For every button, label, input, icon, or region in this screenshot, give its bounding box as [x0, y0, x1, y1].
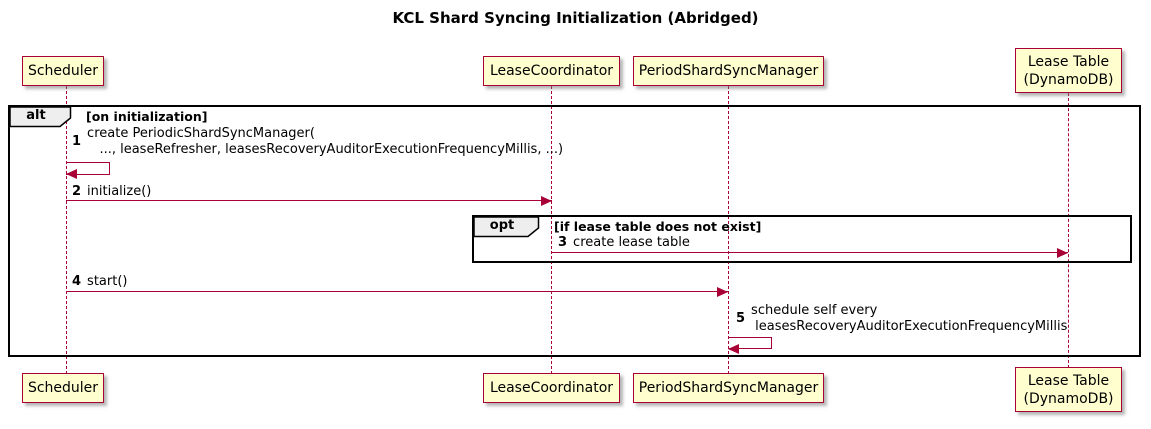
- diagram-title: KCL Shard Syncing Initialization (Abridg…: [392, 9, 759, 27]
- participant-scheduler-bottom: Scheduler: [22, 373, 104, 403]
- alt-pentagon-shape: [10, 107, 72, 128]
- alt-frame-condition: [on initialization]: [86, 109, 208, 124]
- alt-frame-header: alt [on initialization]: [10, 107, 208, 128]
- participant-leasetable-bottom: Lease Table (DynamoDB): [1015, 367, 1122, 412]
- opt-frame-pentagon: opt: [474, 217, 540, 238]
- participant-leasecoordinator-bottom: LeaseCoordinator: [483, 373, 620, 403]
- message-5-text: schedule self every leasesRecoveryAudito…: [751, 303, 1068, 334]
- message-2-arrow: [66, 200, 552, 201]
- lifeline-periodshardsyncmanager: [728, 86, 729, 374]
- message-4: 4 start(): [72, 274, 127, 290]
- message-3-arrow: [551, 252, 1068, 253]
- message-2-text: initialize(): [87, 184, 152, 199]
- participant-leasetable-top: Lease Table (DynamoDB): [1015, 48, 1122, 93]
- lifeline-scheduler: [66, 86, 67, 374]
- opt-frame-label: opt: [489, 218, 515, 233]
- message-1-number: 1: [72, 134, 82, 149]
- message-5-arrowhead: [728, 344, 739, 354]
- message-2-arrowhead: [541, 196, 552, 206]
- message-4-number: 4: [72, 274, 82, 289]
- opt-pentagon-shape: [474, 217, 540, 238]
- participant-leasecoordinator-top: LeaseCoordinator: [483, 56, 620, 86]
- message-3: 3 create lease table: [558, 235, 690, 251]
- message-5: 5 schedule self every leasesRecoveryAudi…: [736, 303, 1067, 335]
- message-2-number: 2: [72, 184, 82, 199]
- message-1: 1 create PeriodicShardSyncManager( ..., …: [72, 126, 563, 158]
- alt-frame: alt [on initialization]: [8, 105, 1141, 357]
- message-4-arrowhead: [717, 287, 728, 297]
- lifeline-leasetable: [1068, 93, 1069, 368]
- participant-periodshardsyncmanager-top: PeriodShardSyncManager: [633, 56, 824, 86]
- message-1-self-arrow: [66, 162, 110, 175]
- message-5-self-arrow: [728, 337, 772, 349]
- message-4-arrow: [66, 291, 728, 292]
- message-2: 2 initialize(): [72, 184, 151, 200]
- message-5-number: 5: [736, 311, 746, 326]
- message-3-text: create lease table: [573, 235, 690, 250]
- lifeline-leasecoordinator: [551, 86, 552, 374]
- message-3-number: 3: [558, 235, 568, 250]
- opt-frame-header: opt [if lease table does not exist]: [474, 217, 762, 238]
- participant-scheduler-top: Scheduler: [22, 56, 104, 86]
- message-3-arrowhead: [1057, 248, 1068, 258]
- alt-frame-label: alt: [26, 108, 46, 123]
- opt-frame-condition: [if lease table does not exist]: [554, 219, 762, 234]
- alt-frame-pentagon: alt: [10, 107, 72, 128]
- opt-frame: opt [if lease table does not exist]: [472, 215, 1132, 263]
- message-1-text: create PeriodicShardSyncManager( ..., le…: [87, 126, 564, 157]
- participant-periodshardsyncmanager-bottom: PeriodShardSyncManager: [633, 373, 824, 403]
- message-1-arrowhead: [66, 169, 77, 179]
- message-4-text: start(): [87, 274, 128, 289]
